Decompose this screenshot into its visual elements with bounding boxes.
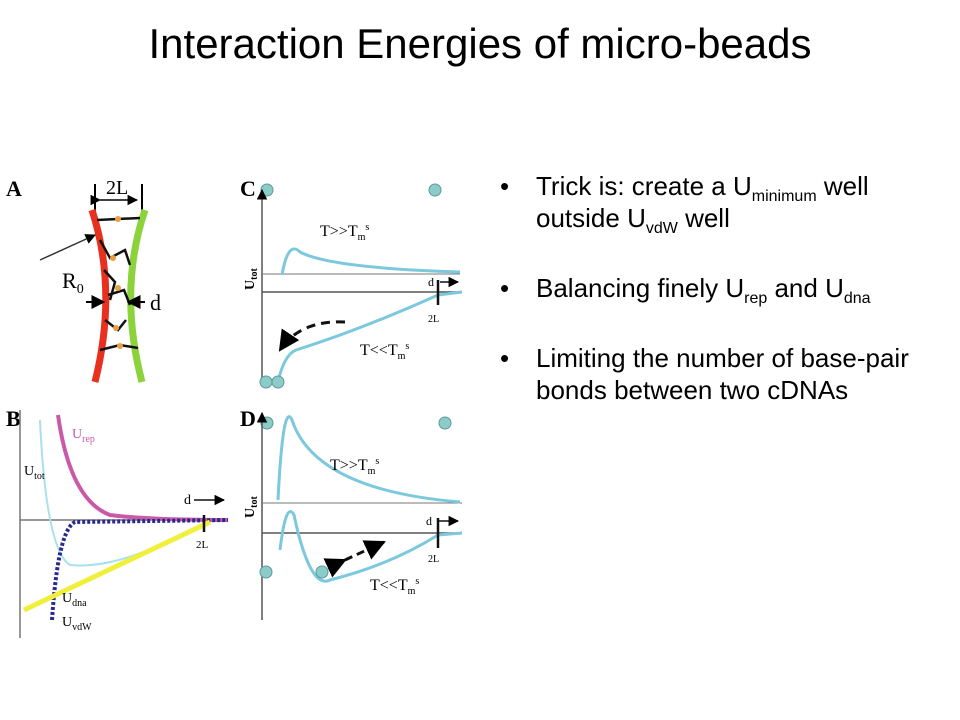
d-high-t-label: T>>Tms bbox=[330, 456, 379, 477]
slide-title: Interaction Energies of micro-beads bbox=[148, 20, 812, 67]
d-label: d bbox=[150, 290, 161, 315]
b-d-label: d bbox=[184, 493, 191, 508]
red-strand bbox=[88, 208, 110, 383]
d-high-t-curve bbox=[276, 415, 461, 504]
b-vdw-label: UvdW bbox=[62, 615, 92, 633]
panel-c: C Utot T>>Tms T<<Tms 2L d bbox=[240, 176, 463, 389]
green-strand bbox=[127, 208, 149, 383]
bond-nodes bbox=[110, 216, 123, 349]
c-high-t-curve bbox=[280, 247, 461, 276]
d-low-t-label: T<<Tms bbox=[370, 576, 419, 597]
bead-icon bbox=[259, 565, 273, 579]
interaction-energy-figure: A 2L R0 d C bbox=[0, 170, 475, 640]
width-label: 2L bbox=[106, 177, 128, 199]
bead-icon bbox=[271, 375, 285, 389]
b-dna-label: Udna bbox=[62, 591, 87, 609]
c-d-label: d bbox=[428, 275, 434, 289]
b-2l-label: 2L bbox=[196, 539, 209, 551]
b-vdw-curve bbox=[50, 518, 229, 621]
figure-panels: A 2L R0 d C bbox=[0, 170, 463, 638]
panel-b: B Urep Utot Udna UvdW d 2L bbox=[6, 406, 229, 638]
r0-pointer bbox=[39, 234, 96, 261]
bead-icon bbox=[315, 565, 329, 579]
bullet-item: Balancing finely Urep and Udna bbox=[500, 272, 920, 307]
d-low-t-curve bbox=[278, 510, 463, 583]
bead-icon bbox=[259, 375, 273, 389]
c-low-t-label: T<<Tms bbox=[360, 341, 409, 362]
bullet-list: Trick is: create a Uminimum well outside… bbox=[500, 170, 920, 444]
bead-icon bbox=[260, 416, 274, 430]
bullet-item: Trick is: create a Uminimum well outside… bbox=[500, 170, 920, 237]
panel-d-letter: D bbox=[240, 406, 256, 431]
bullet-item: Limiting the number of base-pair bonds b… bbox=[500, 342, 920, 406]
panel-a: A 2L R0 d bbox=[0, 170, 230, 385]
c-low-t-curve bbox=[276, 290, 463, 383]
b-tot-label: Utot bbox=[24, 464, 45, 482]
panel-b-letter: B bbox=[6, 406, 21, 431]
b-dna-curve bbox=[22, 519, 212, 613]
c-dashed-arrow bbox=[278, 320, 346, 352]
panel-d: D Utot T>>Tms T<<Tms 2L d bbox=[240, 406, 463, 620]
c-high-t-label: T>>Tms bbox=[320, 222, 369, 243]
r0-label: R0 bbox=[62, 268, 84, 297]
d-d-label: d bbox=[426, 514, 432, 528]
d-2l-label: 2L bbox=[428, 554, 439, 565]
bead-icon bbox=[438, 416, 452, 430]
b-rep-label: Urep bbox=[72, 427, 95, 445]
d-y-label: Utot bbox=[243, 496, 260, 518]
b-rep-curve bbox=[56, 414, 229, 522]
d-dashed-arrow bbox=[323, 540, 386, 578]
panel-c-letter: C bbox=[240, 176, 256, 201]
panel-a-letter: A bbox=[6, 176, 22, 201]
c-2l-label: 2L bbox=[428, 314, 439, 325]
bead-icon bbox=[428, 183, 442, 197]
c-y-label: Utot bbox=[243, 268, 260, 290]
bead-icon bbox=[260, 183, 274, 197]
